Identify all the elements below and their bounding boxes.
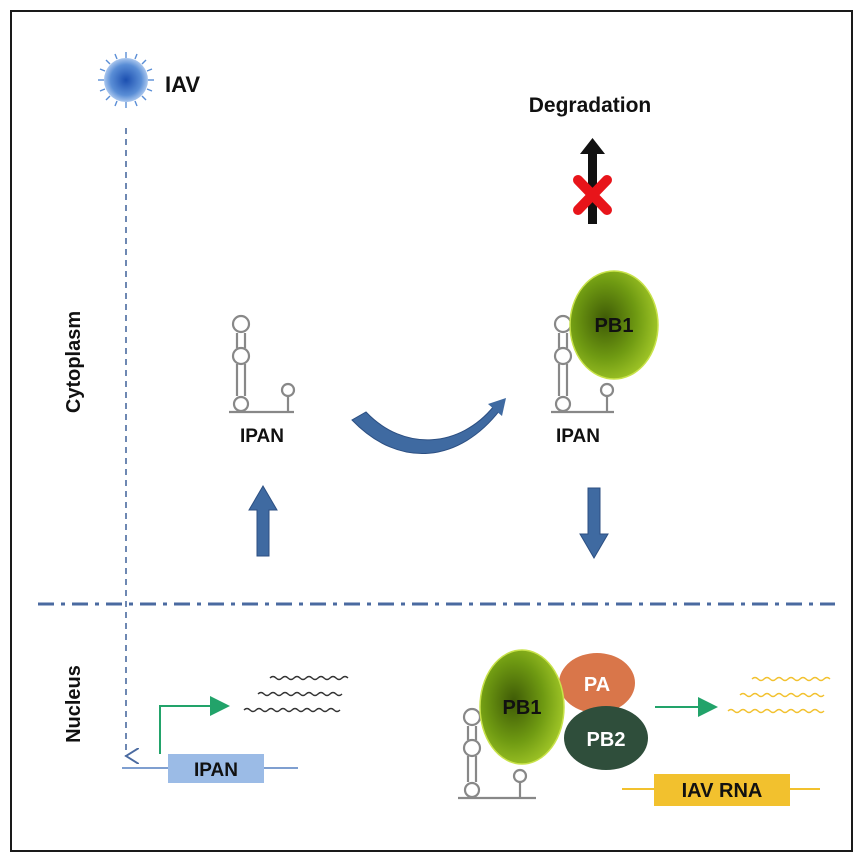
nucleus-label: Nucleus [63, 665, 85, 743]
svg-text:PB1: PB1 [503, 697, 542, 719]
ipan-lncrna-bound-icon [551, 314, 615, 414]
ipan-label-left: IPAN [240, 426, 284, 447]
cytoplasm-label: Cytoplasm [63, 311, 85, 413]
pb1-protein-cytoplasm: PB1 [569, 270, 659, 380]
pb2-protein: PB2 [564, 706, 648, 770]
svg-text:PA: PA [584, 674, 610, 696]
binding-curved-arrow-head [488, 398, 506, 416]
figure-frame [10, 10, 853, 852]
export-up-arrow [248, 485, 278, 557]
virus-icon [98, 52, 154, 108]
ipan-gene-label: IPAN [194, 760, 238, 781]
ipan-lncrna-nucleus-icon [458, 707, 536, 800]
transcription-start-arrow [159, 696, 230, 754]
virus-label: IAV [165, 72, 200, 97]
ipan-gene-box [168, 754, 264, 783]
ipan-transcripts-icon [243, 675, 349, 713]
iav-rna-box [654, 774, 790, 806]
degradation-label: Degradation [529, 94, 652, 117]
svg-text:PB2: PB2 [587, 729, 626, 751]
svg-text:PB1: PB1 [595, 315, 634, 337]
iav-rna-label: IAV RNA [682, 780, 763, 802]
ipan-lncrna-icon [229, 314, 296, 414]
import-down-arrow [579, 487, 609, 559]
pa-protein: PA [559, 653, 635, 713]
blocked-x-icon [573, 175, 612, 215]
viral-transcripts-icon [727, 676, 831, 714]
ipan-label-right: IPAN [556, 426, 600, 447]
binding-curved-arrow [351, 405, 501, 454]
pb1-protein-nucleus: PB1 [479, 649, 565, 765]
